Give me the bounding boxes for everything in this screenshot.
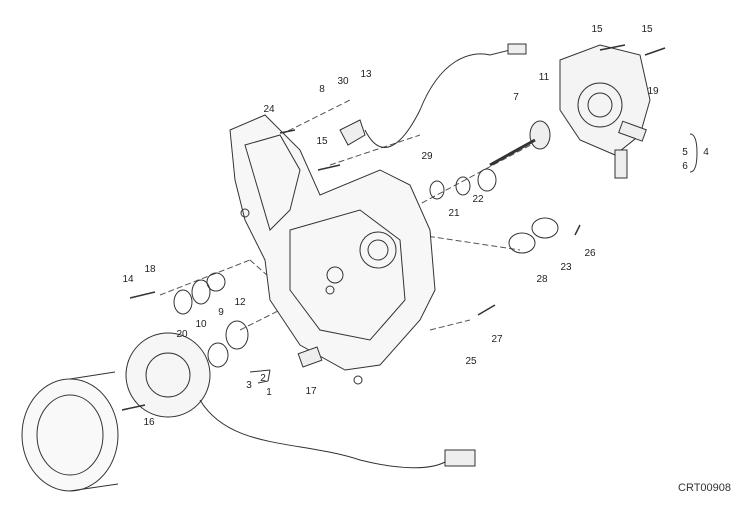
callout-15: 15 (591, 24, 603, 35)
callout-12: 12 (234, 297, 246, 308)
callout-24: 24 (263, 104, 275, 115)
part-17 (297, 346, 323, 368)
callout-3: 3 (246, 380, 252, 391)
callout-22: 22 (472, 194, 484, 205)
stator (125, 332, 476, 469)
callout-15: 15 (316, 136, 328, 147)
callout-4: 4 (703, 147, 709, 158)
callout-9: 9 (218, 307, 224, 318)
callout-2: 2 (260, 373, 266, 384)
side-cover (229, 114, 436, 385)
water-pump (489, 44, 651, 179)
callout-27: 27 (491, 334, 503, 345)
callout-29: 29 (421, 151, 433, 162)
seals-bearings (173, 168, 559, 368)
callout-20: 20 (176, 329, 188, 340)
callout-5: 5 (682, 147, 688, 158)
callout-6: 6 (682, 161, 688, 172)
callout-13: 13 (360, 69, 372, 80)
callout-11: 11 (538, 72, 550, 83)
callout-19: 19 (647, 86, 659, 97)
pickup-sensor (339, 43, 527, 148)
callout-21: 21 (448, 208, 460, 219)
diagram-code: CRT00908 (678, 482, 731, 494)
callout-15: 15 (641, 24, 653, 35)
callout-16: 16 (143, 417, 155, 428)
callout-28: 28 (536, 274, 548, 285)
bolts (121, 44, 666, 411)
bracket-1-2-3 (249, 369, 271, 384)
callout-18: 18 (144, 264, 156, 275)
callout-23: 23 (560, 262, 572, 273)
callout-17: 17 (305, 386, 317, 397)
bracket-4 (689, 133, 698, 173)
callout-30: 30 (337, 76, 349, 87)
rotor (21, 371, 119, 492)
callout-1: 1 (266, 387, 272, 398)
callout-10: 10 (195, 319, 207, 330)
callout-26: 26 (584, 248, 596, 259)
callout-25: 25 (465, 356, 477, 367)
callout-7: 7 (513, 92, 519, 103)
callout-14: 14 (122, 274, 134, 285)
callout-8: 8 (319, 84, 325, 95)
